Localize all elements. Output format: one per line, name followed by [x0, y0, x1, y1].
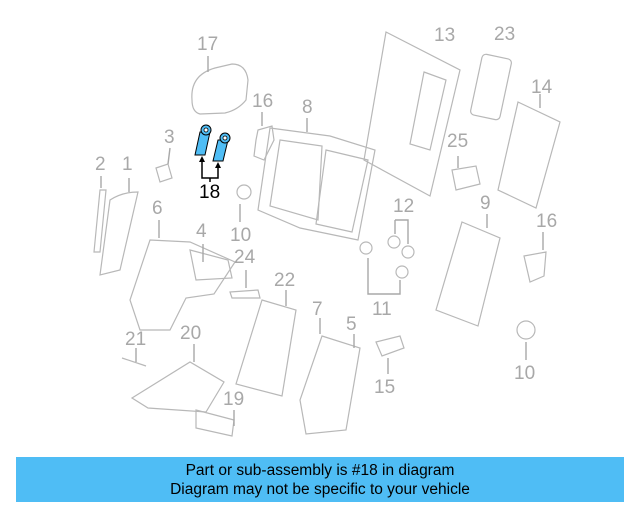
callout-17[interactable]: 17 [197, 34, 219, 55]
callout-4[interactable]: 4 [196, 221, 207, 242]
callout-20[interactable]: 20 [180, 323, 202, 344]
callout-24[interactable]: 24 [234, 247, 256, 268]
callout-12[interactable]: 12 [393, 196, 415, 217]
callout-8[interactable]: 8 [302, 97, 313, 118]
callout-15[interactable]: 15 [374, 377, 396, 398]
callout-6[interactable]: 6 [152, 198, 163, 219]
callout-18-highlighted[interactable]: 18 [199, 182, 221, 203]
callout-10[interactable]: 10 [230, 225, 252, 246]
callout-14[interactable]: 14 [531, 77, 553, 98]
banner-part-line: Part or sub-assembly is #18 in diagram [185, 462, 455, 479]
callout-23[interactable]: 23 [494, 24, 516, 45]
callout-9[interactable]: 9 [480, 193, 491, 214]
callout-16[interactable]: 16 [252, 91, 274, 112]
banner-disclaimer-line: Diagram may not be specific to your vehi… [170, 481, 470, 498]
info-banner: Part or sub-assembly is #18 in diagram D… [16, 457, 624, 502]
callout-3[interactable]: 3 [164, 127, 175, 148]
callout-25[interactable]: 25 [447, 131, 469, 152]
callout-7[interactable]: 7 [312, 299, 323, 320]
part-18-headrest-guides [194, 124, 231, 182]
callout-13[interactable]: 13 [434, 25, 456, 46]
callout-5[interactable]: 5 [346, 314, 357, 335]
part-17-headrest [191, 56, 249, 115]
callout-22[interactable]: 22 [274, 270, 296, 291]
callout-16-right[interactable]: 16 [536, 211, 558, 232]
callout-11[interactable]: 11 [372, 299, 392, 320]
seat-assembly-drawing [93, 31, 561, 437]
callout-10-right[interactable]: 10 [514, 363, 536, 384]
callout-1[interactable]: 1 [122, 154, 133, 175]
callout-2[interactable]: 2 [95, 154, 106, 175]
parts-diagram: 1 2 3 4 5 6 7 8 9 10 10 11 12 13 14 15 1… [93, 24, 561, 437]
callout-21[interactable]: 21 [125, 329, 147, 350]
callout-19[interactable]: 19 [223, 389, 245, 410]
